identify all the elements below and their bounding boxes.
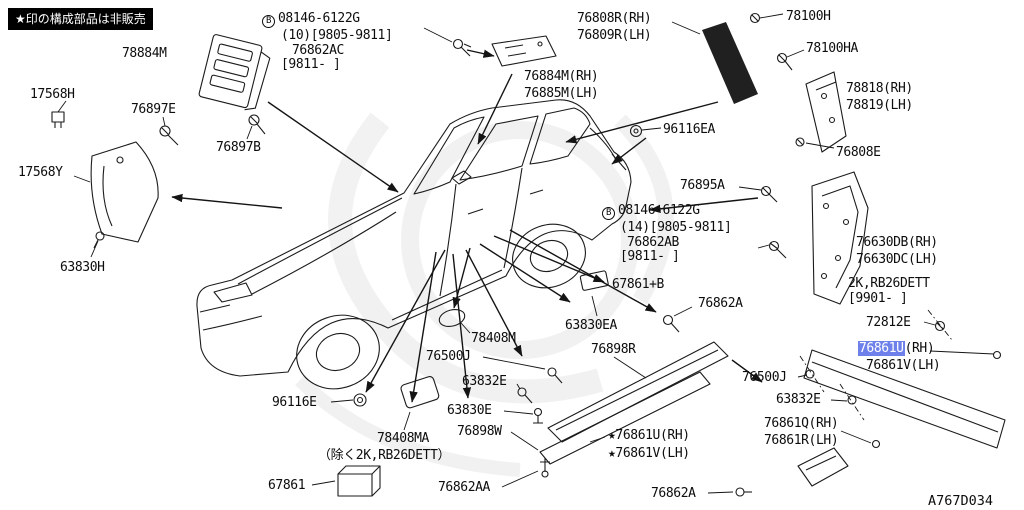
part-label-76808R: 76808R(RH) <box>577 11 652 26</box>
part-clip-76862A-bottom <box>735 487 752 497</box>
part-bolt-08146-b2 <box>768 240 787 259</box>
part-screw-78100H <box>749 12 761 24</box>
non-sale-note: ★印の構成部品は非販売 <box>8 8 153 30</box>
part-label-78100H: 78100H <box>786 9 831 24</box>
car-sketch <box>196 99 632 390</box>
part-label-76861U-highlighted[interactable]: 76861U(RH) <box>858 341 935 357</box>
part-label-bolt-b1-qty: (10)[9805-9811] <box>281 28 393 43</box>
part-screw-63832E-left <box>517 387 533 404</box>
part-sill-molding-76898W <box>539 371 711 465</box>
part-label-63830H: 63830H <box>60 260 105 275</box>
part-label-78408MA-note: （除く2K,RB26DETT） <box>318 448 451 463</box>
part-screw-76897E <box>159 125 179 146</box>
part-label-63832E-left: 63832E <box>462 374 507 389</box>
pointer-arrows <box>171 49 763 403</box>
part-label-63832E-right: 63832E <box>776 392 821 407</box>
part-grommet-96116EA <box>629 124 643 138</box>
part-label-63830E: 63830E <box>447 403 492 418</box>
part-label-76630DB: 76630DB(RH) <box>856 235 938 250</box>
part-label-76885M: 76885M(LH) <box>524 86 599 101</box>
part-label-76861V: 76861V(LH) <box>866 358 941 373</box>
axis-lines <box>799 309 953 421</box>
part-label-76862AB: 76862AB <box>627 235 679 250</box>
diagram-code: A767D034 <box>928 493 994 509</box>
part-screw-76500J-left <box>547 367 563 384</box>
part-fender-protector-17568Y <box>90 141 159 243</box>
circled-b-icon: B <box>602 207 615 220</box>
part-bracket-78884M <box>198 34 271 111</box>
part-label-76809R: 76809R(LH) <box>577 28 652 43</box>
part-label-76897E: 76897E <box>131 102 176 117</box>
part-bolt-76862A-mid <box>662 314 680 333</box>
part-screw-76897B <box>248 114 266 135</box>
part-label-67861B: 67861+B <box>612 277 664 292</box>
part-panel-76630DB <box>811 171 869 305</box>
part-label-78100HA: 78100HA <box>806 41 858 56</box>
part-label-96116EA: 96116EA <box>663 122 715 137</box>
part-pad-78408M <box>438 309 466 327</box>
part-tape-76808R <box>702 22 758 104</box>
part-screw-76895A <box>760 185 778 203</box>
part-label-76500J-right: 76500J <box>742 370 787 385</box>
part-label-76884M: 76884M(RH) <box>524 69 599 84</box>
part-pad-63830EA <box>579 270 609 291</box>
part-label-17568Y: 17568Y <box>18 165 63 180</box>
part-label-78884M: 78884M <box>122 46 167 61</box>
part-clip-17568H <box>51 111 65 128</box>
part-label-17568H: 17568H <box>30 87 75 102</box>
circled-b-icon: B <box>262 15 275 28</box>
part-label-76862AC: 76862AC <box>292 43 344 58</box>
part-label-76808E: 76808E <box>836 145 881 160</box>
part-clip-76862AA <box>540 458 550 478</box>
part-label-76897B: 76897B <box>216 140 261 155</box>
part-number: 08146-6122G <box>278 11 360 26</box>
part-grommet-96116E <box>353 393 367 407</box>
part-bracket-78818 <box>805 71 847 153</box>
part-label-72812E: 72812E <box>866 315 911 330</box>
part-label-76862A-bottom: 76862A <box>651 486 696 501</box>
engine-note-rb26: 2K,RB26DETT <box>848 276 930 291</box>
part-label-78408MA: 78408MA <box>377 431 429 446</box>
part-label-bolt-b2-qty: (14)[9805-9811] <box>620 220 732 235</box>
part-label-76862AA: 76862AA <box>438 480 490 495</box>
part-label-76898R: 76898R <box>591 342 636 357</box>
part-number-suffix: (RH) <box>904 341 935 356</box>
part-label-78408M: 78408M <box>471 331 516 346</box>
part-label-76895A: 76895A <box>680 178 725 193</box>
part-label-76500J-left: 76500J <box>426 349 471 364</box>
part-bracket-76884M <box>491 35 557 67</box>
part-label-96116E: 96116E <box>272 395 317 410</box>
part-label-bolt-b2-range: [9811- ] <box>620 249 680 264</box>
part-pad-78408MA <box>400 375 440 409</box>
part-sill-molding-76898R <box>547 341 729 443</box>
leader-lines <box>57 13 995 494</box>
part-screw-63830H <box>93 231 105 249</box>
part-screw-78100HA <box>776 52 793 71</box>
part-label-78819: 78819(LH) <box>846 98 913 113</box>
part-sill-molding-76861U <box>797 349 1006 487</box>
part-label-76898W: 76898W <box>457 424 502 439</box>
part-label-76861R: 76861R(LH) <box>764 433 839 448</box>
part-label-76861Q: 76861Q(RH) <box>764 416 839 431</box>
part-label-76630DC: 76630DC(LH) <box>856 252 938 267</box>
part-bolt-08146-b1 <box>452 38 472 57</box>
part-label-76862A-mid: 76862A <box>698 296 743 311</box>
part-label-star-76861U: ★76861U(RH) <box>608 428 690 443</box>
part-screw-76808E <box>795 137 805 147</box>
engine-note-rb26-range: [9901- ] <box>848 291 908 306</box>
part-label-78818: 78818(RH) <box>846 81 913 96</box>
part-label-bolt-b1-range: [9811- ] <box>281 57 341 72</box>
part-label-67861: 67861 <box>268 478 306 493</box>
part-box-67861 <box>337 465 381 497</box>
part-clip-63830E <box>533 407 543 424</box>
part-number: 08146-6122G <box>618 203 700 218</box>
part-label-star-76861V: ★76861V(LH) <box>608 446 690 461</box>
part-screw-72812E <box>934 320 946 332</box>
highlighted-part-number[interactable]: 76861U <box>858 341 905 356</box>
part-label-63830EA: 63830EA <box>565 318 617 333</box>
